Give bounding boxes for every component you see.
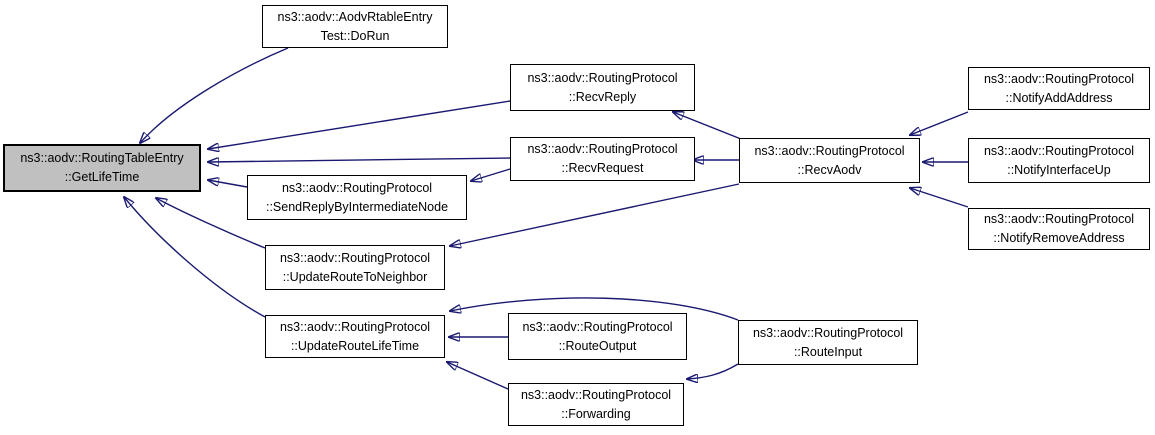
node-label-line1: ns3::aodv::RoutingProtocol [983,212,1135,226]
edge-recvrequest-to-sendreply [471,168,511,181]
node-notifyinterface[interactable]: ns3::aodv::RoutingProtocol ::NotifyInter… [968,138,1150,183]
edge-routeinput-to-updatelifetime [450,297,739,321]
node-updatelifetime[interactable]: ns3::aodv::RoutingProtocol ::UpdateRoute… [265,315,445,358]
node-dorun[interactable]: ns3::aodv::AodvRtableEntry Test::DoRun [262,5,448,48]
edge-routeinput-to-forwarding [687,363,739,379]
edge-forwarding-to-updatelifetime [447,362,509,390]
node-updateneighbor[interactable]: ns3::aodv::RoutingProtocol ::UpdateRoute… [265,245,445,290]
edge-recvaodv-to-updateneighbor [450,183,740,246]
node-recvrequest[interactable]: ns3::aodv::RoutingProtocol ::RecvRequest [510,137,695,181]
node-label-line1: ns3::aodv::RoutingProtocol [983,143,1135,158]
node-label-line2: ::NotifyRemoveAddress [993,231,1125,245]
node-label-line2: ::NotifyInterfaceUp [1007,162,1111,177]
edge-notifyadd-to-recvaodv [910,111,969,135]
node-label-line1: ns3::aodv::RoutingProtocol [520,387,672,402]
node-label-line1: ns3::aodv::AodvRtableEntry [277,9,433,24]
node-notifyadd[interactable]: ns3::aodv::RoutingProtocol ::NotifyAddAd… [968,67,1150,110]
node-getlifetime[interactable]: ns3::aodv::RoutingTableEntry ::GetLifeTi… [3,144,201,192]
node-label-line2: ::RecvRequest [561,161,644,175]
node-label-line2: ::GetLifeTime [64,170,140,184]
node-label-line1: ns3::aodv::RoutingProtocol [522,319,673,334]
node-sendreply[interactable]: ns3::aodv::RoutingProtocol ::SendReplyBy… [247,175,467,220]
node-label-line2: ::SendReplyByIntermediateNode [265,199,449,214]
edge-recvreply-to-getlifetime [208,100,511,149]
edge-dorun-to-getlifetime [140,47,289,143]
node-recvaodv[interactable]: ns3::aodv::RoutingProtocol ::RecvAodv [739,138,920,183]
edge-updateneighbor-to-getlifetime [156,198,266,249]
node-recvreply[interactable]: ns3::aodv::RoutingProtocol ::RecvReply [510,64,695,111]
node-label-line2: ::RecvReply [568,89,637,104]
edge-recvaodv-to-recvreply [673,112,742,140]
node-label-line2: ::UpdateRouteLifeTime [290,338,420,353]
node-routeoutput[interactable]: ns3::aodv::RoutingProtocol ::RouteOutput [508,313,687,360]
node-label-line2: ::NotifyAddAddress [1005,90,1113,105]
node-label-line1: ns3::aodv::RoutingProtocol [279,250,431,265]
node-label-line1: ns3::aodv::RoutingProtocol [527,142,678,156]
edge-sendreply-to-getlifetime [208,180,248,188]
node-label-line1: ns3::aodv::RoutingProtocol [754,143,905,158]
node-label-line1: ns3::aodv::RoutingProtocol [279,319,431,334]
edge-recvrequest-to-getlifetime [208,157,511,162]
node-label-line1: ns3::aodv::RoutingProtocol [752,325,904,340]
node-label-line1: ns3::aodv::RoutingTableEntry [20,151,184,165]
node-label-line1: ns3::aodv::RoutingProtocol [983,71,1135,86]
edge-updatelifetime-to-getlifetime [124,197,266,318]
node-routeinput[interactable]: ns3::aodv::RoutingProtocol ::RouteInput [738,320,918,365]
node-notifyremove[interactable]: ns3::aodv::RoutingProtocol ::NotifyRemov… [968,208,1150,250]
node-label-line2: Test::DoRun [320,28,390,43]
node-label-line1: ns3::aodv::RoutingProtocol [527,70,678,85]
node-label-line2: ::UpdateRouteToNeighbor [282,269,428,284]
node-label-line2: ::RouteInput [793,344,863,359]
node-label-line2: ::RecvAodv [797,162,862,177]
node-label-line2: ::RouteOutput [558,338,637,353]
node-forwarding[interactable]: ns3::aodv::RoutingProtocol ::Forwarding [508,383,684,426]
node-label-line1: ns3::aodv::RoutingProtocol [281,180,433,195]
edge-notifyremove-to-recvaodv [910,188,969,208]
node-label-line2: ::Forwarding [561,406,631,421]
